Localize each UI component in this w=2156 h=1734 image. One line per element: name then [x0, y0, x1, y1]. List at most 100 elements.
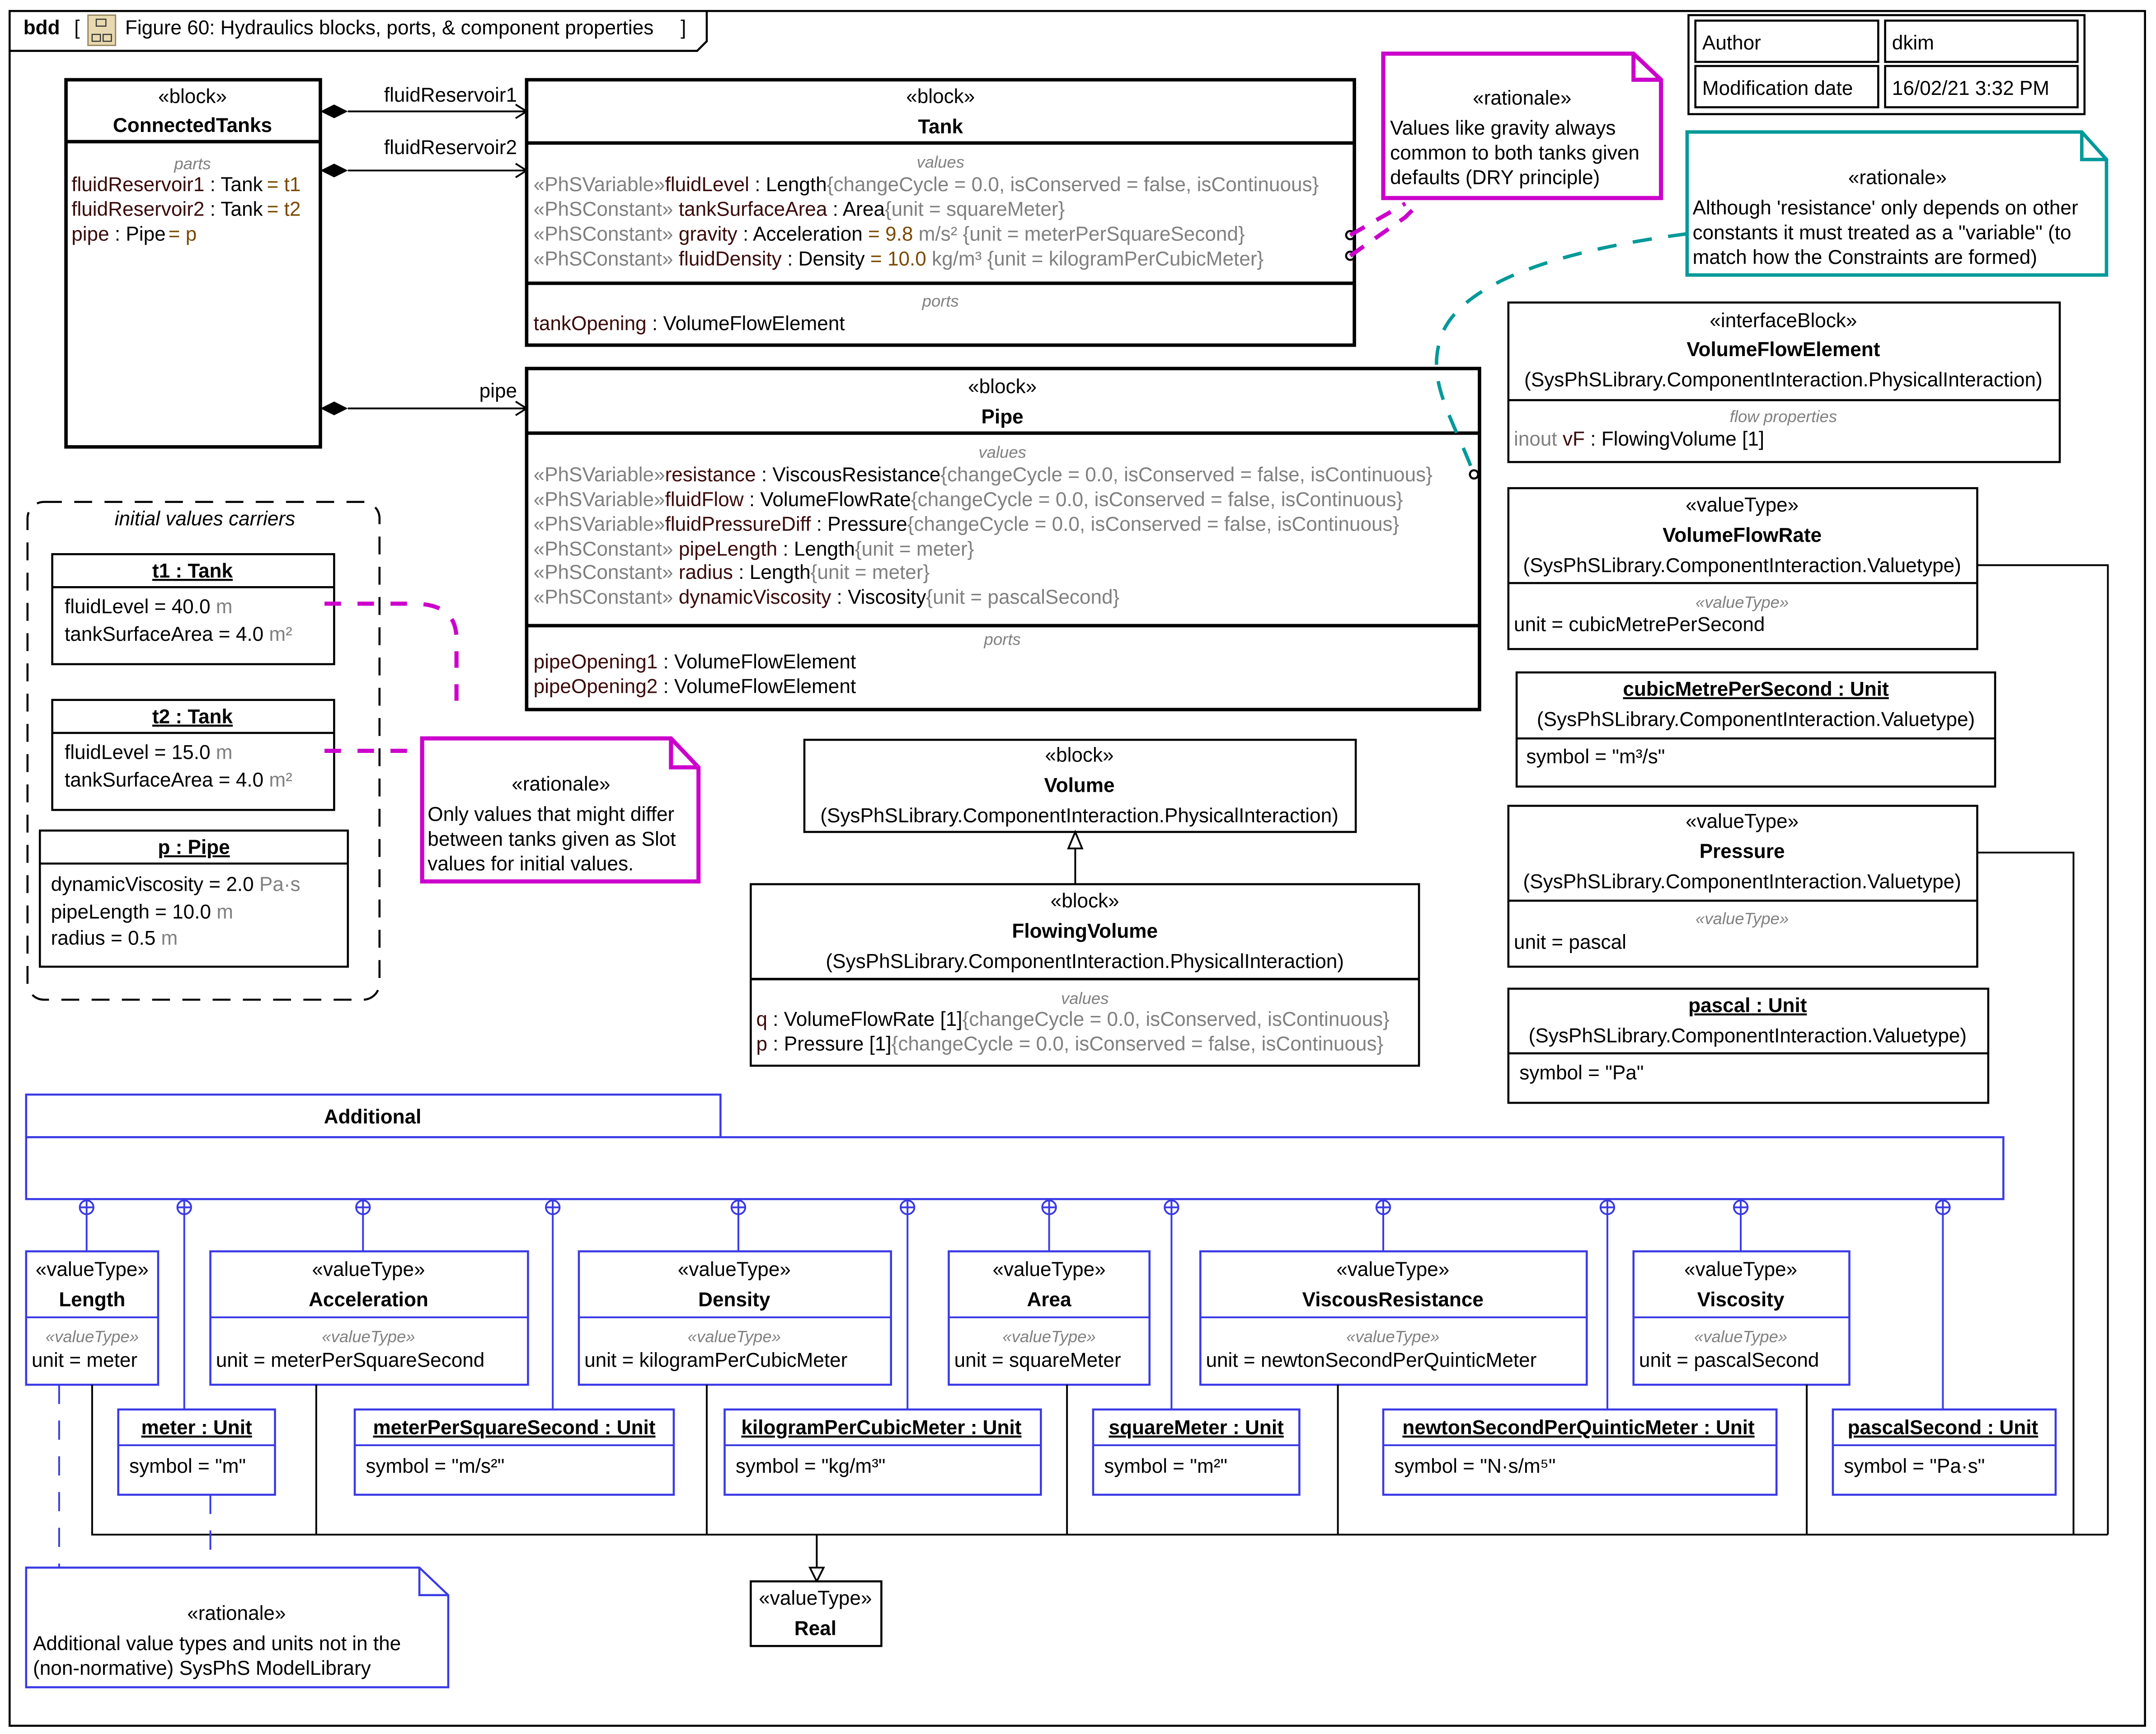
vt-area[interactable]: «valueType» Area «valueType» unit = squa… — [948, 1250, 1151, 1386]
type-name: Area — [1027, 1289, 1072, 1311]
containment-lines — [79, 1199, 1951, 1410]
instance-name: t1 : Tank — [152, 560, 233, 582]
value-type-volume-flow-rate[interactable]: «valueType» VolumeFlowRate (SysPhSLibrar… — [1507, 487, 1978, 650]
vt-viscous-resistance[interactable]: «valueType» ViscousResistance «valueType… — [1199, 1250, 1588, 1386]
unit-pascal-second[interactable]: pascalSecond : Unit symbol = "Pa·s" — [1832, 1408, 2057, 1496]
instance-name: kilogramPerCubicMeter : Unit — [741, 1417, 1021, 1439]
note-line: Values like gravity always — [1390, 117, 1616, 139]
generalization-arrowhead — [808, 1566, 825, 1584]
note-line: Only values that might differ — [427, 804, 674, 826]
port-property: pipeOpening2 : VolumeFlowElement — [534, 676, 856, 698]
instance-name: cubicMetrePerSecond : Unit — [1623, 678, 1889, 700]
owner: (SysPhSLibrary.ComponentInteraction.Phys… — [826, 950, 1344, 973]
note-line: match how the Constraints are formed) — [1693, 246, 2037, 268]
association-fluid-reservoir2[interactable]: fluidReservoir2 — [320, 136, 529, 179]
note-stereotype: «rationale» — [187, 1602, 286, 1624]
part-row: fluidReservoir2 : Tank= t2 — [71, 198, 301, 221]
block-flowing-volume[interactable]: «block» FlowingVolume (SysPhSLibrary.Com… — [750, 883, 1420, 1067]
stereotype: «valueType» — [993, 1259, 1106, 1281]
containment-line — [356, 1200, 370, 1251]
generalization-flowing-volume — [1067, 829, 1084, 887]
association-pipe[interactable]: pipe — [320, 380, 529, 416]
rationale-note-slots[interactable]: «rationale» Only values that might diffe… — [420, 736, 701, 884]
slot: tankSurfaceArea = 4.0 m² — [65, 623, 292, 645]
instance-name: squareMeter : Unit — [1109, 1417, 1284, 1439]
package-additional[interactable]: Additional — [25, 1093, 2005, 1200]
interface-block-volume-flow-element[interactable]: «interfaceBlock» VolumeFlowElement (SysP… — [1507, 301, 2061, 463]
value-type-pressure[interactable]: «valueType» Pressure (SysPhSLibrary.Comp… — [1507, 804, 1978, 968]
unit-kilogram-per-cubic-meter[interactable]: kilogramPerCubicMeter : Unit symbol = "k… — [723, 1408, 1042, 1496]
type-name: Acceleration — [309, 1289, 428, 1311]
section-label: «valueType» — [46, 1327, 139, 1346]
instance-name: newtonSecondPerQuinticMeter : Unit — [1402, 1417, 1755, 1439]
unit-newton-second-per-quintic-meter[interactable]: newtonSecondPerQuinticMeter : Unit symbo… — [1382, 1408, 1778, 1496]
unit-value: unit = newtonSecondPerQuinticMeter — [1206, 1349, 1536, 1372]
stereotype: «valueType» — [1336, 1259, 1449, 1281]
instance-t2[interactable]: t2 : Tank fluidLevel = 15.0 m tankSurfac… — [51, 699, 335, 811]
unit-value: unit = kilogramPerCubicMeter — [584, 1349, 847, 1372]
note-stereotype: «rationale» — [1473, 87, 1571, 109]
owner: (SysPhSLibrary.ComponentInteraction.Phys… — [1524, 369, 2043, 391]
unit-pascal[interactable]: pascal : Unit (SysPhSLibrary.ComponentIn… — [1507, 987, 1990, 1104]
block-volume[interactable]: «block» Volume (SysPhSLibrary.ComponentI… — [803, 738, 1357, 833]
containment-line — [1042, 1200, 1056, 1251]
section-label: «valueType» — [688, 1327, 781, 1346]
stereotype: «valueType» — [1686, 810, 1799, 832]
stereotype: «block» — [968, 376, 1037, 398]
slot: pipeLength = 10.0 m — [51, 901, 233, 923]
block-name: VolumeFlowElement — [1686, 338, 1880, 361]
unit-cubic-metre-per-second[interactable]: cubicMetrePerSecond : Unit (SysPhSLibrar… — [1515, 671, 1996, 788]
instance-name: p : Pipe — [158, 836, 230, 859]
unit-value: unit = pascalSecond — [1639, 1349, 1819, 1372]
vt-viscosity[interactable]: «valueType» Viscosity «valueType» unit =… — [1632, 1250, 1851, 1386]
type-name: ViscousResistance — [1302, 1289, 1484, 1311]
association-fluid-reservoir1[interactable]: fluidReservoir1 — [320, 84, 529, 119]
vt-acceleration[interactable]: «valueType» Acceleration «valueType» uni… — [209, 1250, 529, 1386]
instance-t1[interactable]: t1 : Tank fluidLevel = 40.0 m tankSurfac… — [51, 553, 335, 665]
value-property: «PhSVariable»fluidPressureDiff : Pressur… — [534, 513, 1400, 536]
value-property: «PhSConstant» tankSurfaceArea : Area{uni… — [534, 198, 1065, 221]
block-pipe[interactable]: «block» Pipe values «PhSVariable»resista… — [525, 367, 1481, 711]
rationale-note-additional[interactable]: «rationale» Additional value types and u… — [25, 1566, 450, 1688]
section-label: values — [978, 443, 1026, 461]
rationale-note-resistance[interactable]: «rationale» Although 'resistance' only d… — [1685, 130, 2109, 277]
block-tank[interactable]: «block» Tank values «PhSVariable»fluidLe… — [525, 78, 1356, 347]
unit-meter[interactable]: meter : Unit symbol = "m" — [117, 1408, 276, 1496]
stereotype: «interfaceBlock» — [1710, 310, 1857, 332]
slot: fluidLevel = 15.0 m — [65, 742, 232, 764]
slot: tankSurfaceArea = 4.0 m² — [65, 769, 292, 791]
rationale-note-dry[interactable]: «rationale» Values like gravity always c… — [1381, 52, 1663, 200]
containment-line — [900, 1200, 915, 1410]
slot: fluidLevel = 40.0 m — [65, 596, 232, 618]
modification-date-value: 16/02/21 3:32 PM — [1892, 77, 2049, 99]
symbol: symbol = "N·s/m⁵" — [1394, 1455, 1555, 1477]
value-property: «PhSVariable»fluidFlow : VolumeFlowRate{… — [534, 489, 1403, 511]
unit-square-meter[interactable]: squareMeter : Unit symbol = "m²" — [1092, 1408, 1301, 1496]
value-type-real[interactable]: «valueType» Real — [750, 1580, 883, 1647]
type-name: Density — [698, 1289, 770, 1311]
type-name: VolumeFlowRate — [1663, 524, 1822, 546]
anchor-line-slots — [324, 601, 459, 753]
anchor-point — [1469, 469, 1480, 480]
unit-meter-per-square-second[interactable]: meterPerSquareSecond : Unit symbol = "m/… — [353, 1408, 675, 1496]
note-line: defaults (DRY principle) — [1390, 167, 1600, 189]
role-label: fluidReservoir1 — [384, 84, 517, 106]
section-label: ports — [922, 292, 959, 310]
stereotype: «valueType» — [1686, 494, 1799, 516]
containment-line — [177, 1200, 191, 1410]
block-connected-tanks[interactable]: «block» ConnectedTanks parts fluidReserv… — [64, 78, 322, 449]
containment-line — [1733, 1200, 1748, 1251]
value-property: «PhSConstant» fluidDensity : Density = 1… — [534, 248, 1264, 270]
vt-length[interactable]: «valueType» Length «valueType» unit = me… — [25, 1250, 160, 1386]
role-label: fluidReservoir2 — [384, 136, 517, 159]
containment-line — [1165, 1200, 1179, 1410]
unit-value: unit = squareMeter — [954, 1349, 1121, 1372]
type-name: Pressure — [1700, 841, 1785, 863]
type-name: Viscosity — [1697, 1289, 1785, 1311]
instance-p[interactable]: p : Pipe dynamicViscosity = 2.0 Pa·s pip… — [38, 829, 349, 968]
anchor-line-resistance — [1435, 232, 1687, 475]
vt-density[interactable]: «valueType» Density «valueType» unit = k… — [578, 1250, 892, 1386]
stereotype: «valueType» — [312, 1259, 425, 1281]
symbol: symbol = "Pa·s" — [1844, 1455, 1985, 1477]
part-row: fluidReservoir1 : Tank= t1 — [71, 174, 301, 196]
